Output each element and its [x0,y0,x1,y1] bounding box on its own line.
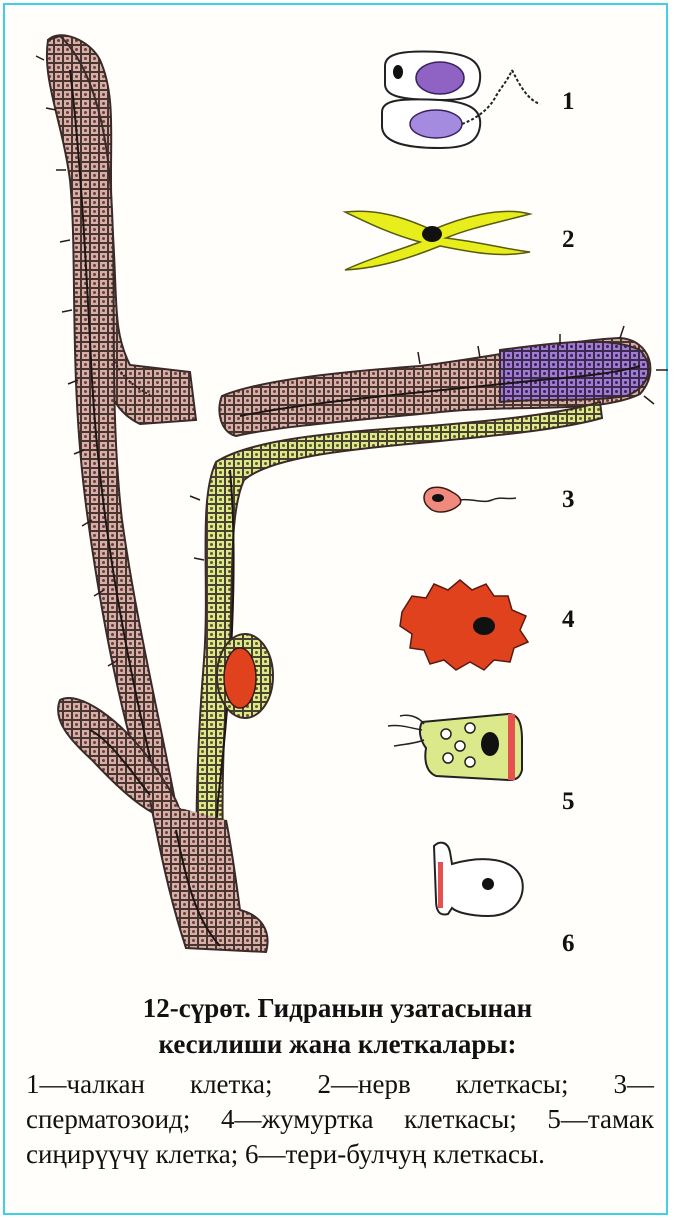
figure-caption-body: 1—чалкан клетка; 2—нерв клеткасы; 3—спер… [26,1067,654,1172]
caption-title-line-2: кесилиши жана клеткалары: [20,1026,655,1062]
label-3: 3 [562,486,575,514]
epithelial-muscle-cell-icon [434,843,523,916]
caption-title-line-1: 12-сүрөт. Гидранын узатасынан [20,990,655,1026]
label-5: 5 [562,788,575,816]
nerve-cell-icon [345,211,530,270]
stinging-cell-icon [382,52,540,148]
label-6: 6 [562,930,575,958]
label-2: 2 [562,226,575,254]
egg-cell-icon [400,580,528,670]
label-4: 4 [562,606,575,634]
sperm-cell-icon [424,487,516,512]
figure-caption-title: 12-сүрөт. Гидранын узатасынан кесилиши ж… [20,990,655,1062]
digestive-cell-icon [388,714,522,780]
label-1: 1 [562,88,575,116]
